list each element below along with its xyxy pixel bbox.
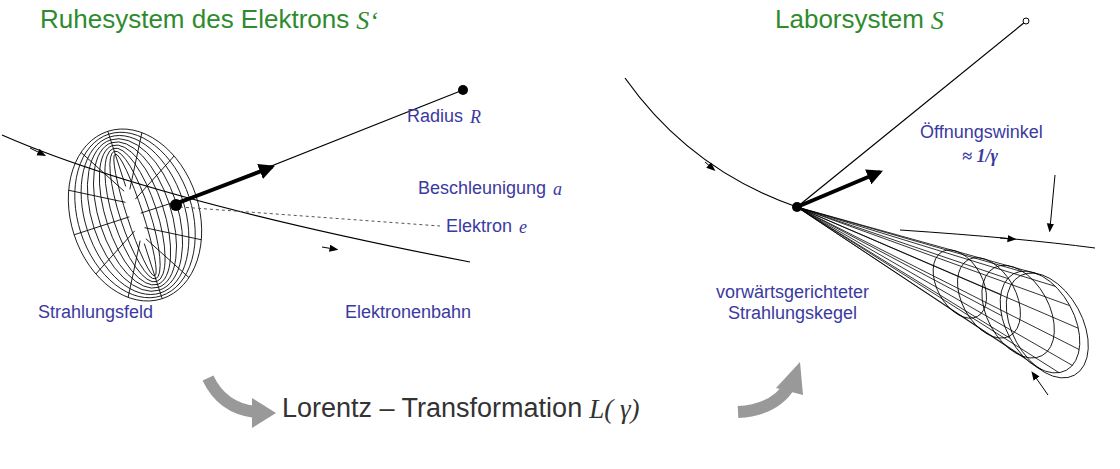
transform-arrow [252, 398, 276, 428]
torus-line [146, 230, 189, 287]
path-arrow [705, 162, 712, 168]
torus-line [55, 117, 216, 314]
cone-line [797, 207, 1038, 274]
transform-arrow [776, 362, 803, 395]
cone-cap [984, 257, 1096, 386]
angle-line [900, 230, 1095, 248]
frame-title: Laborsystem [775, 4, 924, 35]
cone-line [797, 207, 1055, 286]
torus-line [70, 127, 201, 304]
path-label: Elektronenbahn [345, 302, 471, 323]
acceleration-arrow [797, 172, 880, 207]
torus-line [74, 217, 129, 235]
center-dot [458, 85, 468, 95]
torus-line [69, 175, 126, 218]
transform-symbol: L( γ) [589, 394, 639, 425]
transform-label: Lorentz – Transformation [282, 393, 582, 424]
torus-line [108, 131, 126, 186]
cone-ring [922, 241, 997, 328]
angle-label: Öffnungswinkel [920, 122, 1043, 143]
torus-line [114, 133, 157, 190]
radius-symbol: R [470, 107, 481, 128]
frame-symbol: S‘ [356, 6, 378, 36]
electron-dot [170, 199, 182, 211]
angle-arrow [1000, 238, 1012, 239]
torus-line [81, 143, 124, 200]
torus-line [77, 132, 192, 299]
torus-line [85, 137, 185, 294]
torus-line [144, 244, 162, 299]
radius-label: Radius [407, 106, 463, 127]
acceleration-symbol: a [553, 179, 562, 200]
electron-path [2, 135, 470, 262]
torus-line [47, 112, 223, 319]
electron-dot [792, 202, 802, 212]
acceleration-arrow [178, 167, 272, 203]
frame-symbol: S [931, 6, 944, 36]
torus-line [113, 241, 156, 298]
cone-ring [967, 253, 1069, 371]
radius-line [797, 22, 1025, 207]
radiation-torus [47, 112, 223, 319]
electron-symbol: e [519, 217, 527, 238]
angle-arrow [1050, 175, 1055, 228]
path-arrow [30, 148, 42, 154]
field-label: Strahlungsfeld [38, 302, 153, 323]
leader-line [180, 207, 440, 226]
angle-value: ≈ 1/γ [962, 146, 998, 167]
cone-label: vorwärtsgerichteter Strahlungskegel [700, 282, 885, 323]
cone-line [797, 207, 1079, 350]
cone-line [797, 207, 1008, 279]
acceleration-label: Beschleunigung [418, 178, 546, 199]
electron-label: Elektron [446, 216, 512, 237]
torus-line [126, 156, 183, 199]
cone-line [797, 207, 1001, 294]
path-arrow [322, 247, 334, 249]
electron-path [625, 78, 797, 207]
transform-arrow [208, 378, 255, 412]
torus-line [62, 122, 208, 309]
frame-title: Ruhesystem des Elektrons [40, 4, 349, 35]
torus-line [87, 231, 144, 274]
angle-arrow [1034, 375, 1048, 395]
cone-ring [945, 247, 1034, 349]
torus-line [145, 212, 202, 255]
center-dot [1023, 18, 1029, 24]
